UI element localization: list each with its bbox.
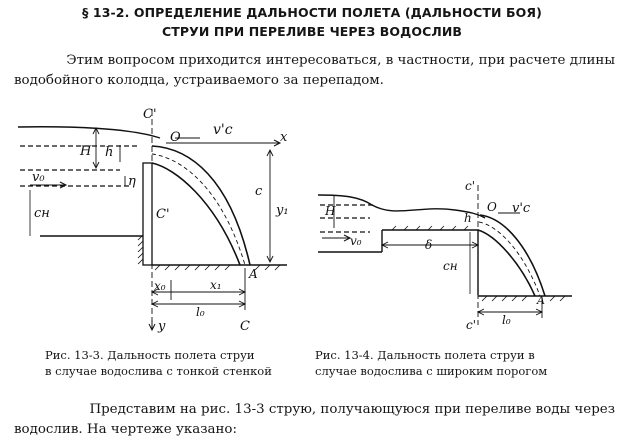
figure-13-4-caption-line-2: случае водослива с широким порогом (315, 364, 548, 378)
fig1-label-c-prime-mid: C' (156, 207, 170, 222)
fig1-label-A: A (248, 267, 258, 281)
fig2-label-cH: cн (443, 259, 458, 273)
fig1-label-vc-prime: v'c (213, 122, 233, 138)
fig2-label-c-prime-bottom: c' (466, 318, 476, 332)
fig2-label-O: O (487, 200, 497, 214)
fig2-label-h: h (464, 211, 472, 225)
fig1-label-y1: y₁ (275, 203, 289, 218)
section-heading-line-2: СТРУИ ПРИ ПЕРЕЛИВЕ ЧЕРЕЗ ВОДОСЛИВ (161, 24, 463, 39)
fig2-label-delta: δ (425, 238, 432, 252)
fig1-label-H: H (79, 144, 92, 159)
fig2-label-c-prime-top: c' (465, 179, 475, 193)
fig2-label-A: A (536, 294, 545, 307)
figure-13-4 (317, 185, 572, 325)
figure-13-4-caption-line-1: Рис. 13-4. Дальность полета струи в (315, 348, 535, 362)
figure-13-3-caption-line-1: Рис. 13-3. Дальность полета струи (45, 348, 255, 362)
fig1-label-c-prime-top: C' (143, 107, 157, 122)
fig1-label-v0: v₀ (32, 170, 45, 185)
fig1-label-cH: cн (34, 206, 50, 221)
fig1-label-x0: x₀ (154, 279, 166, 293)
fig1-label-y: y (157, 319, 166, 334)
fig1-label-l0: l₀ (196, 305, 205, 319)
section-heading-line-1: § 13-2. ОПРЕДЕЛЕНИЕ ДАЛЬНОСТИ ПОЛЕТА (ДА… (82, 5, 542, 20)
body-line-2: водослив. На чертеже указано: (14, 422, 238, 437)
fig2-label-v0: v₀ (350, 234, 362, 248)
fig2-label-l0: l₀ (502, 313, 511, 327)
body-line-1: Представим на рис. 13-3 струю, получающу… (89, 402, 615, 417)
fig1-label-c-bottom: C (240, 319, 250, 334)
intro-line-2: водобойного колодца, устраиваемого за пе… (14, 73, 384, 88)
fig1-label-c-right: c (255, 184, 263, 199)
fig2-label-H: H (324, 204, 336, 218)
intro-line-1: Этим вопросом приходится интересоваться,… (66, 53, 615, 68)
fig2-label-vc-prime: v'c (512, 201, 531, 216)
fig1-label-O: O (170, 130, 181, 145)
fig1-label-h: h (105, 145, 113, 160)
fig1-label-x1: x₁ (210, 278, 222, 292)
fig1-label-x: x (280, 130, 288, 145)
fig1-label-eta: η (128, 174, 136, 189)
figure-13-3-caption-line-2: в случае водослива с тонкой стенкой (45, 364, 272, 378)
